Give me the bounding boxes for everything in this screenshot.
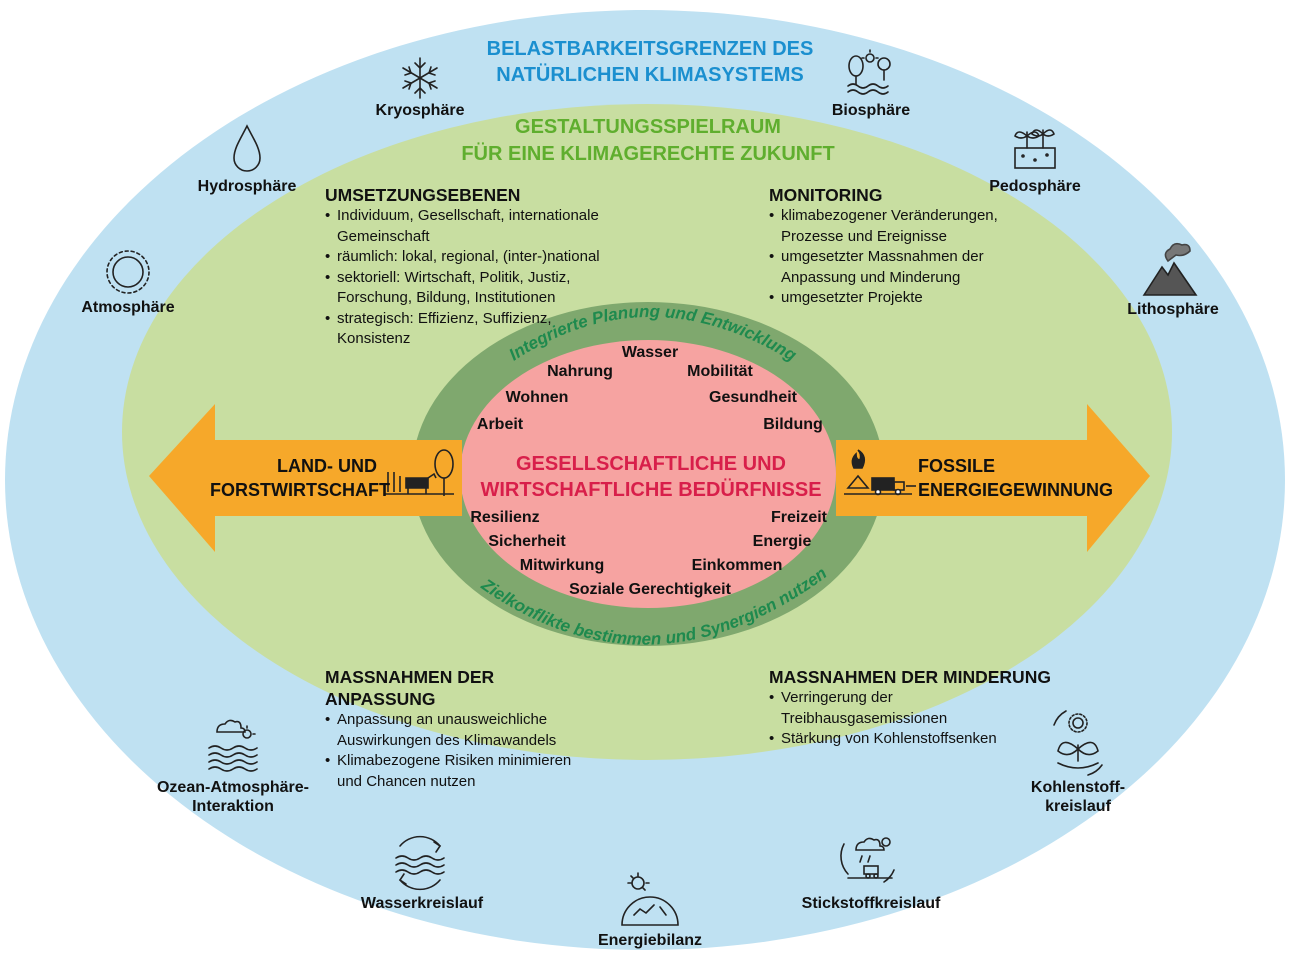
water-cycle-icon [395, 835, 445, 891]
need-mitwirkung: Mitwirkung [519, 557, 605, 574]
atmosphere-icon [106, 250, 150, 294]
need-soziale-gerechtigkeit: Soziale Gerechtigkeit [569, 581, 731, 598]
label-kohlenstoff-line-2: kreislauf [1045, 798, 1111, 815]
inner-title: GESTALTUNGSSPIELRAUM FÜR EINE KLIMAGEREC… [461, 114, 834, 168]
need-sicherheit: Sicherheit [488, 533, 566, 550]
label-stickstoffkreislauf: Stickstoffkreislauf [801, 895, 941, 912]
farming-forestry-icon [384, 449, 454, 496]
need-gesundheit: Gesundheit [708, 389, 798, 406]
core-title-line-1: GESELLSCHAFTLICHE UND [515, 453, 786, 475]
section-list: Stärkung von Kohlenstoffsenken [769, 729, 1069, 750]
snowflake-icon [402, 57, 438, 99]
label-ozean-line-2: Interaktion [192, 798, 274, 815]
need-resilienz: Resilienz [470, 509, 540, 526]
need-mobilitaet: Mobilität [687, 363, 753, 380]
nitrogen-cycle-icon [840, 837, 895, 883]
label-pedosphaere: Pedosphäre [989, 178, 1081, 195]
list-item: Anpassung an unausweichliche Auswirkunge… [325, 710, 600, 751]
core-title: GESELLSCHAFTLICHE UND WIRTSCHAFTLICHE BE… [480, 451, 821, 503]
outer-title: BELASTBARKEITSGRENZEN DES NATÜRLICHEN KL… [487, 36, 814, 88]
section-anpassung: MASSNAHMEN DER ANPASSUNG Anpassung an un… [325, 666, 600, 792]
section-heading: MONITORING [769, 185, 883, 205]
list-item: Klimabezogene Risiken minimieren und Cha… [325, 751, 600, 792]
core-title-line-2: WIRTSCHAFTLICHE BEDÜRFNISSE [480, 479, 822, 501]
label-kohlenstoffkreislauf: Kohlenstoff- kreislauf [1031, 778, 1125, 816]
section-heading: MASSNAHMEN DER MINDERUNG [769, 667, 1051, 687]
label-wasserkreislauf: Wasserkreislauf [360, 895, 484, 912]
soil-sprout-icon [1014, 129, 1056, 169]
list-item: räumlich: lokal, regional, (inter-)natio… [325, 247, 625, 268]
arrow-left-line-1: LAND- UND [277, 456, 377, 476]
section-umsetzungsebenen: UMSETZUNGSEBENEN Individuum, Gesellschaf… [325, 184, 625, 350]
arrow-label-left: LAND- UND FORSTWIRTSCHAFT [210, 454, 390, 502]
water-drop-icon [233, 124, 261, 172]
energy-balance-icon [621, 872, 679, 926]
section-list: klimabezogener Veränderungen, Prozesse u… [769, 206, 1019, 309]
label-ozean-atmosphaere: Ozean-Atmosphäre- Interaktion [157, 778, 309, 816]
section-minderung: MASSNAHMEN DER MINDERUNG Verringerung de… [769, 666, 1069, 750]
volcano-icon [1142, 242, 1198, 296]
biosphere-icon [847, 49, 891, 95]
need-einkommen: Einkommen [691, 557, 783, 574]
section-list: Verringerung der Treibhausgasemissionen [769, 688, 979, 729]
label-atmosphaere: Atmosphäre [81, 299, 175, 316]
list-item: klimabezogener Veränderungen, Prozesse u… [769, 206, 1019, 247]
section-list: Individuum, Gesellschaft, internationale… [325, 206, 625, 350]
label-lithosphaere: Lithosphäre [1127, 301, 1219, 318]
need-wohnen: Wohnen [505, 389, 569, 406]
need-wasser: Wasser [621, 344, 679, 361]
section-monitoring: MONITORING klimabezogener Veränderungen,… [769, 184, 1019, 309]
list-item: strategisch: Effizienz, Suffizienz, Kons… [325, 309, 625, 350]
arrow-right-line-2: ENERGIEGEWINNUNG [918, 480, 1114, 500]
list-item: umgesetzter Massnahmen der Anpassung und… [769, 247, 1019, 288]
needs-core-ellipse [460, 340, 836, 608]
left-arrow [149, 404, 462, 552]
fossil-energy-icon [844, 449, 916, 496]
right-arrow [836, 404, 1150, 552]
section-heading: UMSETZUNGSEBENEN [325, 185, 521, 205]
ocean-atmosphere-icon [208, 719, 258, 772]
label-ozean-line-1: Ozean-Atmosphäre- [156, 779, 310, 796]
arrow-left-line-2: FORSTWIRTSCHAFT [210, 480, 390, 500]
inner-title-line-2: FÜR EINE KLIMAGERECHTE ZUKUNFT [461, 143, 835, 165]
section-list: Anpassung an unausweichliche Auswirkunge… [325, 710, 600, 792]
list-item: sektoriell: Wirtschaft, Politik, Justiz,… [325, 268, 625, 309]
arrow-label-right: FOSSILE ENERGIEGEWINNUNG [918, 454, 1113, 502]
outer-title-line-1: BELASTBARKEITSGRENZEN DES [486, 38, 814, 60]
label-kryosphaere: Kryosphäre [375, 102, 465, 119]
need-bildung: Bildung [763, 416, 823, 433]
section-heading: MASSNAHMEN DER ANPASSUNG [325, 667, 495, 709]
list-item: umgesetzter Projekte [769, 288, 1019, 309]
label-hydrosphaere: Hydrosphäre [197, 178, 297, 195]
need-arbeit: Arbeit [476, 416, 524, 433]
need-freizeit: Freizeit [770, 509, 828, 526]
label-kohlenstoff-line-1: Kohlenstoff- [1030, 779, 1126, 796]
label-energiebilanz: Energiebilanz [597, 932, 703, 949]
list-item: Individuum, Gesellschaft, internationale… [325, 206, 625, 247]
list-item: Stärkung von Kohlenstoffsenken [769, 729, 1069, 750]
need-nahrung: Nahrung [547, 363, 613, 380]
need-energie: Energie [752, 533, 812, 550]
label-biosphaere: Biosphäre [831, 102, 911, 119]
arrow-right-line-1: FOSSILE [918, 456, 996, 476]
outer-title-line-2: NATÜRLICHEN KLIMASYSTEMS [496, 64, 804, 86]
inner-title-line-1: GESTALTUNGSSPIELRAUM [515, 116, 781, 138]
carbon-cycle-icon [1053, 710, 1103, 776]
list-item: Verringerung der Treibhausgasemissionen [769, 688, 979, 729]
